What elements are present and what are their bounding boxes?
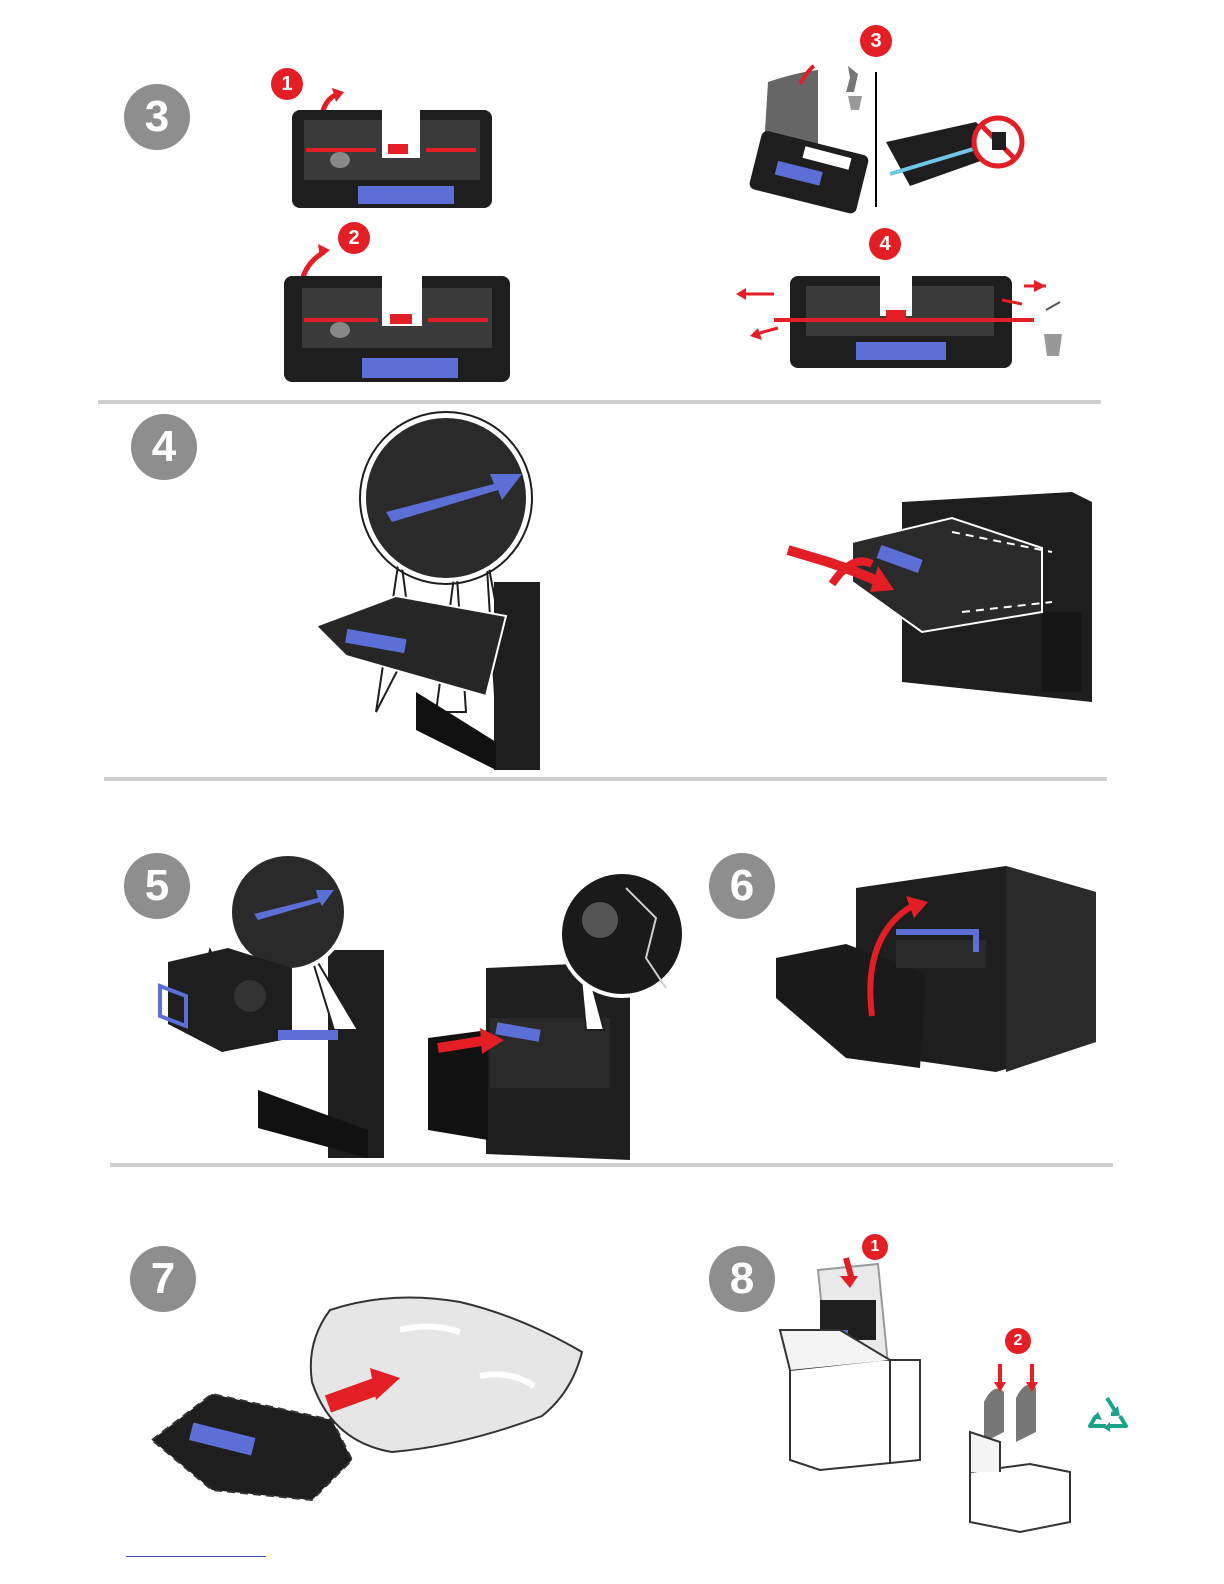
- step-8-substep-2-box-illustration: [960, 1362, 1078, 1534]
- divider-1: [98, 400, 1101, 404]
- step-3-substep-3-badge: 3: [860, 25, 892, 57]
- recycle-icon: [1086, 1394, 1128, 1436]
- step-3-substep-4-illustration: [734, 270, 1074, 374]
- step-6-number: 6: [709, 853, 775, 919]
- step-3-substep-3-illustration: [748, 62, 1038, 212]
- footer-link-underline: [126, 1556, 266, 1557]
- step-3-number: 3: [124, 84, 190, 150]
- step-4-insert-illustration: [782, 492, 1094, 712]
- step-5-insert-illustration: [426, 868, 690, 1164]
- step-3-substep-1-illustration: [286, 80, 506, 212]
- step-4-zoom-callout: [316, 412, 542, 770]
- step-7-bag-illustration: [150, 1280, 582, 1510]
- divider-3: [110, 1163, 1113, 1167]
- step-8-number: 8: [709, 1246, 775, 1312]
- step-8-substep-1-box-illustration: [780, 1250, 930, 1464]
- step-5-zoom-callout: [158, 850, 386, 1160]
- step-6-close-door-illustration: [776, 860, 1098, 1076]
- divider-2: [104, 777, 1107, 781]
- step-4-number: 4: [131, 414, 197, 480]
- step-3-substep-2-illustration: [282, 236, 514, 384]
- step-3-substep-4-badge: 4: [869, 228, 901, 260]
- step-8-substep-2-badge: 2: [1005, 1328, 1031, 1354]
